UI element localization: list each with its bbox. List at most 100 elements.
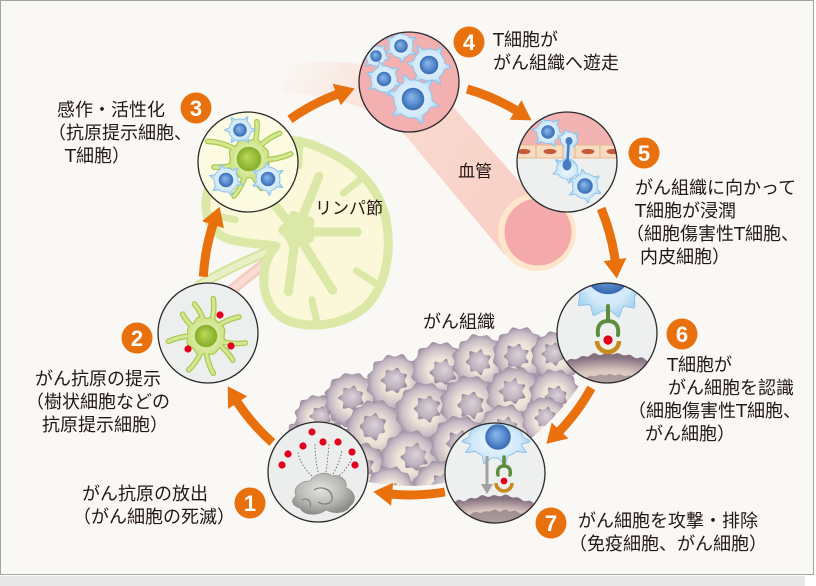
step-3-illustration-content	[198, 112, 298, 212]
migrating-t-cell	[552, 128, 582, 184]
step-badge-5: 5	[628, 137, 660, 169]
step-1-label: がん抗原の放出 （がん細胞の死滅）	[73, 483, 235, 529]
antigen-release-trail	[336, 457, 353, 479]
step-badge-circle	[180, 92, 212, 124]
cycle-arrow-4-to-5	[465, 84, 532, 121]
cycle-arrow-2-to-3	[198, 206, 224, 278]
step-badge-circle	[453, 26, 485, 58]
step-4-label: T細胞が がん組織へ遊走	[493, 29, 619, 75]
dying-cancer-cell-fragment	[313, 487, 333, 505]
arrow-shaft	[465, 84, 520, 115]
step-badge-number: 6	[676, 322, 688, 347]
cancer-antigen	[603, 335, 613, 345]
step-2-illustration-content	[158, 283, 258, 383]
step-5-title: がん組織に向かって	[635, 178, 797, 199]
illustration-frame	[516, 111, 618, 213]
arrow-head	[509, 100, 532, 121]
cancer-antigen	[334, 438, 342, 446]
arrow-head	[546, 422, 569, 444]
step-illustrations-layer	[157, 31, 658, 524]
step-2-illustration	[157, 282, 259, 384]
t-cell	[385, 32, 417, 63]
cancer-cell-body	[364, 466, 416, 486]
step-badge-circle	[234, 487, 266, 519]
t-cell-nucleus	[566, 143, 570, 163]
endothelial-cell-nucleus	[606, 148, 617, 155]
arrow-shaft	[287, 89, 341, 124]
step-badge-6: 6	[666, 318, 698, 350]
cancer-antigen	[216, 311, 224, 319]
arrow-head	[202, 206, 224, 229]
step-4-title: がん組織へ遊走	[493, 53, 619, 74]
cycle-arrow-1-to-2	[227, 386, 276, 446]
cycle-arrow-7-to-1	[373, 482, 446, 506]
attack-arrow-head	[481, 484, 493, 494]
step-badge-3: 3	[180, 92, 212, 124]
lymph-node-label: リンパ節	[315, 199, 383, 219]
antigen-release-trail	[314, 442, 319, 473]
step-7-title: がん細胞を攻撃・排除	[578, 511, 758, 532]
t-cell-nucleus	[485, 424, 511, 450]
cancer-cell-nucleus	[457, 391, 484, 420]
illustration-frame	[157, 282, 259, 384]
step-badge-number: 4	[463, 30, 476, 55]
cancer-cell-nucleus	[359, 413, 386, 441]
t-cell-nucleus	[260, 171, 276, 187]
dying-cancer-cell	[292, 472, 355, 515]
cancer-cell-nucleus	[498, 378, 526, 405]
step-3-title: 感作・活性化	[57, 100, 165, 121]
step-3-detail: （抗原提示細胞、	[48, 123, 192, 144]
cancer-cell-nucleus	[503, 343, 529, 370]
antigen-release-trail	[325, 442, 330, 473]
cancer-antigen	[351, 461, 359, 469]
arrow-head	[603, 258, 627, 279]
t-cell-membrane	[573, 283, 643, 319]
step-badge-circle	[628, 137, 660, 169]
step-badge-circle	[535, 507, 567, 539]
cycle-arrow-5-to-6	[596, 206, 627, 279]
step-badge-number: 2	[131, 326, 143, 351]
dendritic-cell-nucleus	[194, 324, 218, 348]
t-cell-nucleus	[376, 71, 392, 87]
cycle-arrows-layer	[198, 83, 627, 506]
step-5-label: がん組織に向かって T細胞が浸潤 （細胞傷害性T細胞、 内皮細胞）	[626, 177, 799, 269]
cancer-tissue-label: がん組織	[423, 312, 495, 333]
illustration-frame	[267, 421, 369, 523]
step-3-detail: T細胞）	[65, 146, 130, 167]
dying-cancer-cell-fragment	[301, 498, 311, 508]
lymph-node-medulla	[277, 210, 315, 250]
t-cell-nucleus	[565, 137, 573, 145]
step-3-illustration	[197, 111, 299, 213]
step-7-label: がん細胞を攻撃・排除 （免疫細胞、がん細胞）	[569, 510, 767, 556]
step-2-detail: （樹状細胞などの	[26, 392, 170, 413]
arrow-head	[227, 386, 248, 409]
step-badge-1: 1	[234, 487, 266, 519]
t-cell-membrane	[552, 158, 582, 184]
step-2-label: がん抗原の提示 （樹状細胞などの 抗原提示細胞）	[26, 368, 170, 437]
step-1-illustration-content	[268, 422, 368, 522]
lymph-node-trabecula	[340, 174, 366, 197]
illustration-frame	[197, 111, 299, 213]
cancer-cell-nucleus	[429, 358, 457, 385]
step-5-detail: （細胞傷害性T細胞、	[626, 224, 799, 245]
cancer-antigen	[184, 345, 192, 353]
step-4-illustration-content	[359, 32, 459, 132]
blood-vessel	[282, 61, 540, 255]
blood-vessel-layer	[282, 61, 576, 271]
cancer-antigen	[319, 438, 327, 446]
t-cell-nucleus	[370, 50, 382, 62]
cancer-cell-nucleus	[470, 509, 525, 523]
t-cell-nucleus	[541, 125, 555, 139]
step-5-detail: 内皮細胞）	[640, 247, 730, 268]
step-badge-number: 1	[244, 491, 256, 516]
cancer-cell-nucleus	[400, 442, 428, 471]
t-cell-nucleus	[218, 172, 234, 188]
cancer-cell-nucleus	[338, 385, 364, 411]
t-cell-receptor	[595, 304, 621, 337]
step-7-detail: （免疫細胞、がん細胞）	[569, 534, 767, 555]
step-badge-number: 3	[190, 96, 202, 121]
endothelial-cell-nucleus	[581, 148, 595, 155]
illustration-frame	[444, 422, 546, 524]
t-cell-nucleus	[394, 39, 408, 53]
t-cell-receptor	[495, 455, 513, 477]
